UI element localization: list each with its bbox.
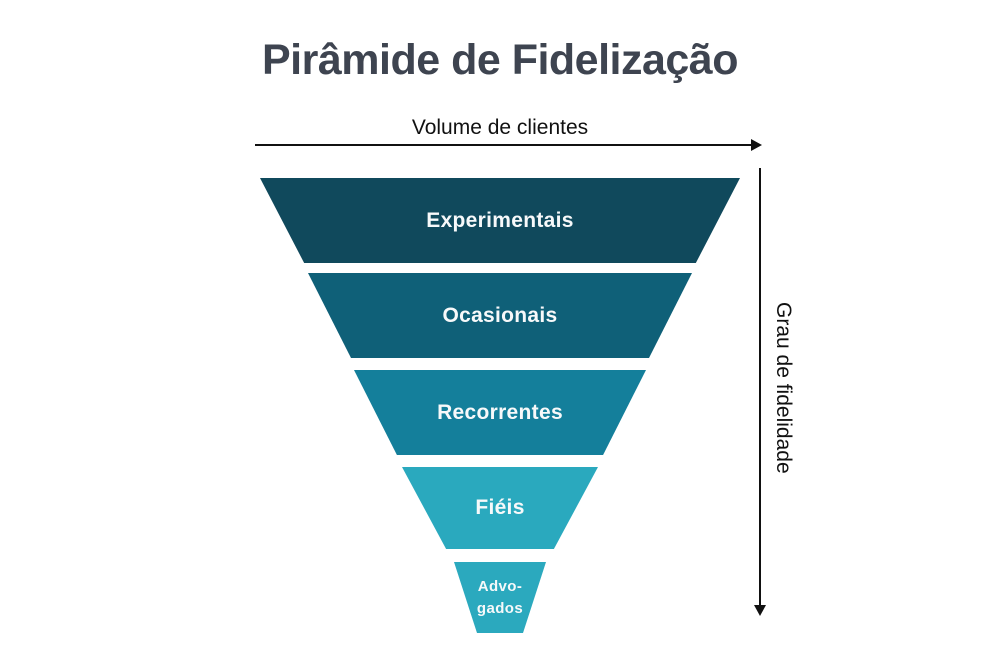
funnel-level-label-line1: Advo- [477, 577, 523, 595]
page-title: Pirâmide de Fidelização [261, 36, 739, 84]
funnel-level-experimentais: Experimentais [260, 178, 740, 263]
funnel-level-ocasionais: Ocasionais [308, 273, 692, 358]
vertical-arrow-line [759, 168, 761, 606]
arrow-down-icon [754, 605, 766, 616]
funnel-level-label: Experimentais [426, 208, 574, 232]
funnel-level-label: Fiéis [475, 496, 525, 519]
funnel-level-advogados: Advo- gados [454, 562, 546, 633]
funnel-level-label-line2: gados [476, 599, 524, 617]
funnel-level-label: Ocasionais [442, 303, 558, 327]
vertical-axis-label: Grau de fidelidade [772, 302, 795, 474]
funnel-level-fieis: Fiéis [402, 467, 598, 549]
funnel-level-recorrentes: Recorrentes [354, 370, 646, 455]
horizontal-arrow-line [255, 144, 753, 146]
horizontal-axis-label: Volume de clientes [411, 116, 589, 139]
arrow-right-icon [751, 139, 762, 151]
funnel-level-label: Recorrentes [437, 400, 563, 424]
